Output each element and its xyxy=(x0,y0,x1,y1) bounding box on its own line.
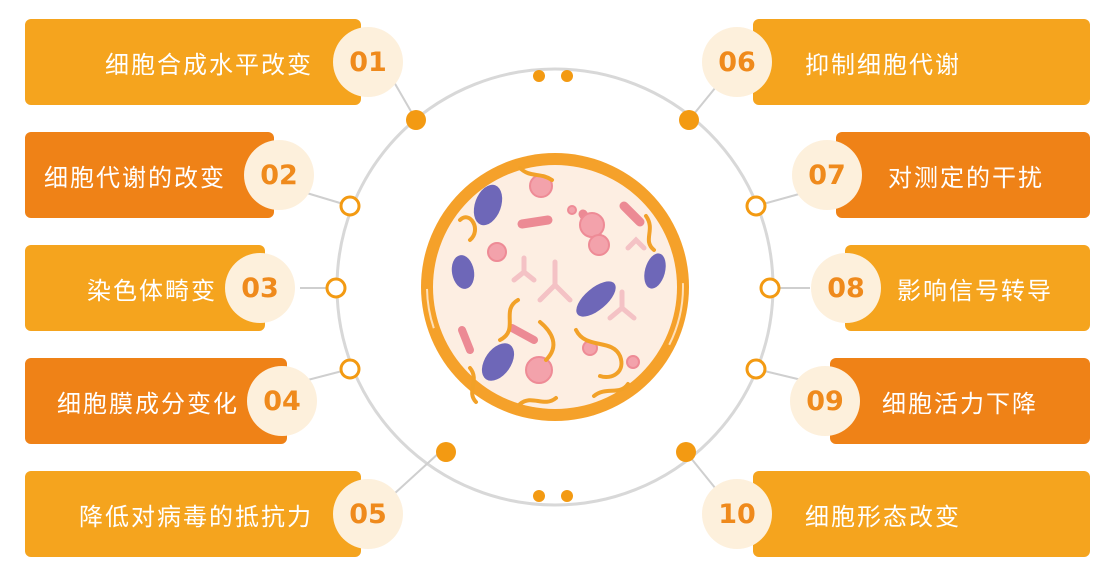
item-box-02: 细胞代谢的改变 xyxy=(25,132,274,218)
ring-hollow-03 xyxy=(325,277,347,299)
item-label-10: 细胞形态改变 xyxy=(805,502,961,531)
number-badge-02: 02 xyxy=(244,140,314,210)
item-label-09: 细胞活力下降 xyxy=(882,389,1038,418)
number-badge-07: 07 xyxy=(792,140,862,210)
number-badge-08: 08 xyxy=(811,253,881,323)
ring-hollow-08 xyxy=(759,277,781,299)
number-badge-04: 04 xyxy=(247,366,317,436)
number-badge-06: 06 xyxy=(702,27,772,97)
number-badge-05: 05 xyxy=(333,479,403,549)
item-box-07: 对测定的干扰 xyxy=(836,132,1090,218)
ring-dot-bottom-b xyxy=(561,490,573,502)
item-label-02: 细胞代谢的改变 xyxy=(44,163,226,192)
ring-hollow-09 xyxy=(745,358,767,380)
ring-hollow-07 xyxy=(745,195,767,217)
item-label-01: 细胞合成水平改变 xyxy=(105,50,313,79)
connector-05 xyxy=(393,451,441,495)
ring-dot-06 xyxy=(679,110,699,130)
item-box-06: 抑制细胞代谢 xyxy=(753,19,1090,105)
item-box-09: 细胞活力下降 xyxy=(830,358,1090,444)
ring-dot-top-a xyxy=(533,70,545,82)
petri-dish-illustration xyxy=(421,153,689,421)
item-label-06: 抑制细胞代谢 xyxy=(805,50,961,79)
item-box-10: 细胞形态改变 xyxy=(753,471,1090,557)
ring-dot-bottom-a xyxy=(533,490,545,502)
item-label-05: 降低对病毒的抵抗力 xyxy=(79,502,313,531)
ring-dot-top-b xyxy=(561,70,573,82)
number-badge-10: 10 xyxy=(702,479,772,549)
ring-hollow-04 xyxy=(339,358,361,380)
number-badge-09: 09 xyxy=(790,366,860,436)
item-label-04: 细胞膜成分变化 xyxy=(57,389,239,418)
item-label-08: 影响信号转导 xyxy=(897,276,1053,305)
ring-dot-01 xyxy=(406,110,426,130)
ring-dot-10 xyxy=(676,442,696,462)
item-box-01: 细胞合成水平改变 xyxy=(25,19,361,105)
item-label-03: 染色体畸变 xyxy=(87,276,217,305)
number-badge-01: 01 xyxy=(333,27,403,97)
ring-hollow-02 xyxy=(339,195,361,217)
ring-dot-05 xyxy=(436,442,456,462)
number-badge-03: 03 xyxy=(225,253,295,323)
item-box-05: 降低对病毒的抵抗力 xyxy=(25,471,361,557)
item-box-04: 细胞膜成分变化 xyxy=(25,358,287,444)
item-box-08: 影响信号转导 xyxy=(845,245,1090,331)
item-label-07: 对测定的干扰 xyxy=(888,163,1044,192)
